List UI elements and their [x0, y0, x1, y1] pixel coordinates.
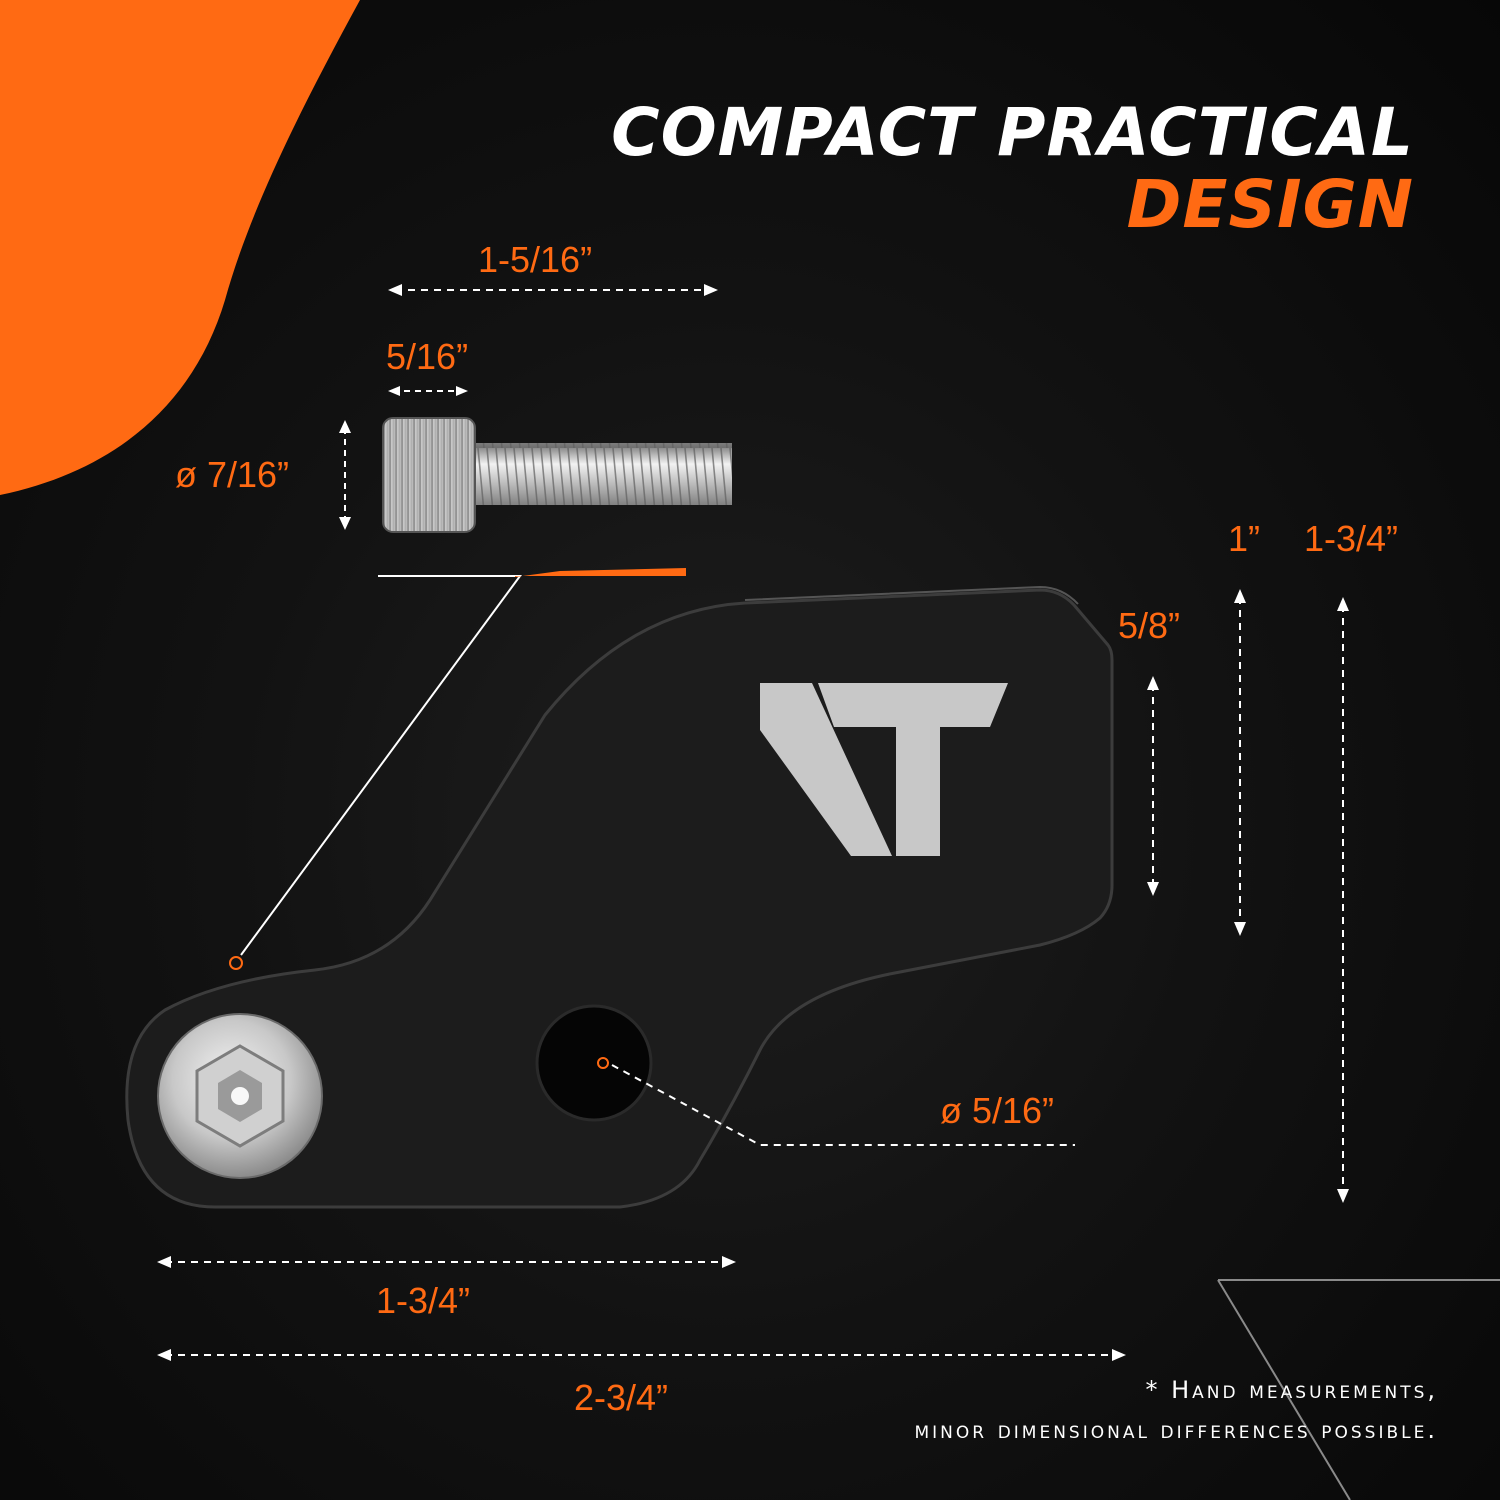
dimension-arrowheads	[157, 284, 1349, 1361]
dimension-lines	[165, 289, 1344, 1356]
hex-socket-bolt-icon	[382, 417, 732, 533]
bracket-plate	[125, 585, 1114, 1209]
footnote-line-1: * Hand measurements,	[1145, 1376, 1438, 1404]
plate-hole	[535, 1004, 653, 1122]
hole-diameter-label: ø 5/16”	[940, 1090, 1055, 1131]
heading-line-1: COMPACT PRACTICAL	[611, 94, 1414, 171]
orange-corner-shape	[0, 0, 360, 495]
bolt-length-label: 1-5/16”	[478, 239, 593, 280]
plate-height-total-label: 1-3/4”	[1304, 518, 1399, 559]
vt-logo-icon	[760, 683, 1008, 856]
bolt-head-diameter-label: ø 7/16”	[175, 454, 290, 495]
bolt-head-length-label: 5/16”	[386, 336, 469, 377]
plate-height-a-label: 1”	[1228, 518, 1261, 559]
plate-tab-height-label: 5/8”	[1118, 605, 1181, 646]
plate-length-total-label: 2-3/4”	[574, 1377, 669, 1418]
leader-line	[229, 568, 686, 970]
heading-line-2: DESIGN	[1126, 166, 1414, 243]
plate-length-a-label: 1-3/4”	[376, 1280, 471, 1321]
footnote-line-2: minor dimensional differences possible.	[914, 1416, 1438, 1444]
corner-frame-lines	[1217, 1279, 1500, 1500]
installed-bolt-head-icon	[157, 1013, 323, 1179]
